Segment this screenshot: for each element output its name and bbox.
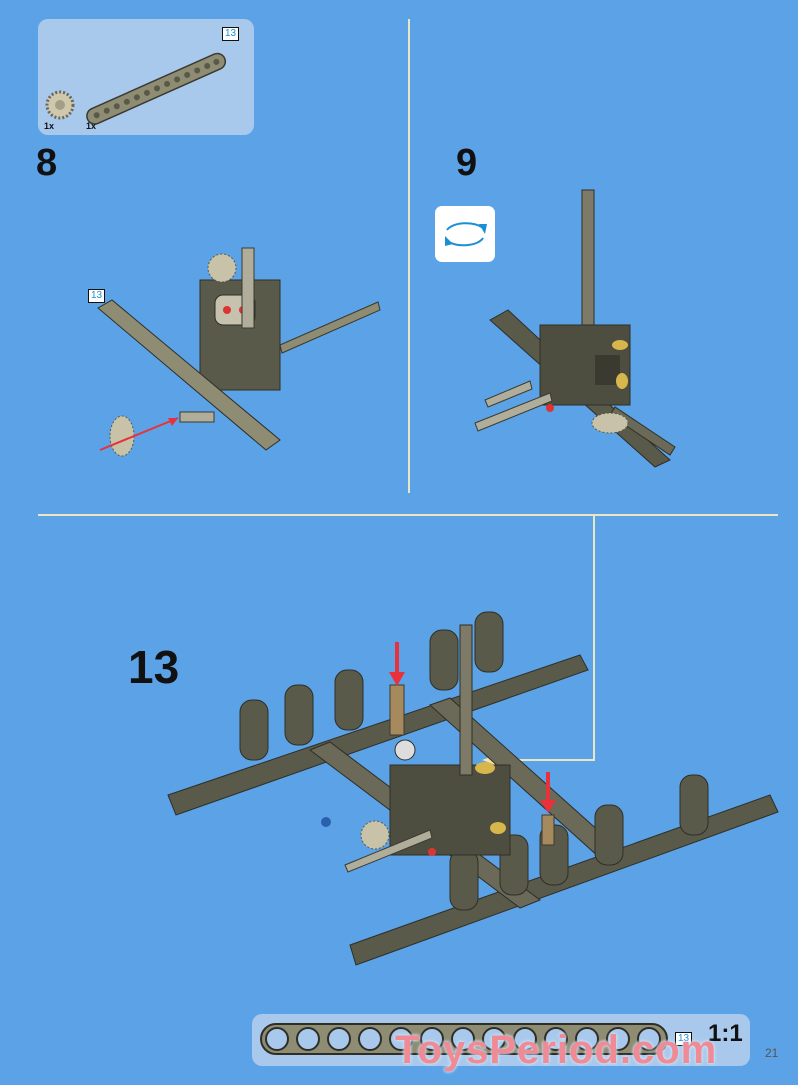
rotate-model-icon xyxy=(435,206,495,262)
watermark-text: ToysPeriod.com xyxy=(395,1028,718,1072)
step-13-model-illustration xyxy=(167,611,779,966)
subassembly-connector-line-horizontal xyxy=(500,759,595,761)
callout-length-badge: 13 xyxy=(88,289,106,303)
beam-length-badge: 13 xyxy=(222,27,240,41)
page-number: 21 xyxy=(765,1046,779,1060)
beam-13-part-icon xyxy=(86,52,227,125)
beam-13-ruler-icon xyxy=(260,1023,668,1055)
step-8-model-illustration xyxy=(97,247,381,457)
step-divider-horizontal xyxy=(38,514,778,516)
step-number-9: 9 xyxy=(456,142,478,184)
scale-label: 1:1 xyxy=(708,1020,743,1047)
gear-quantity: 1x xyxy=(44,121,55,131)
beam-quantity: 1x xyxy=(86,121,97,131)
step-divider-vertical xyxy=(408,19,410,493)
parts-list-box: 13 1x 1x xyxy=(38,19,254,135)
step-9-model-illustration xyxy=(474,189,676,468)
gear-part-icon xyxy=(45,90,75,120)
ruler-length-badge: 13 xyxy=(675,1032,693,1046)
step-number-8: 8 xyxy=(36,142,58,184)
subassembly-connector-line xyxy=(593,515,595,761)
beam-length-ruler: 13 1:1 xyxy=(252,1014,750,1066)
step-number-13: 13 xyxy=(128,641,180,693)
